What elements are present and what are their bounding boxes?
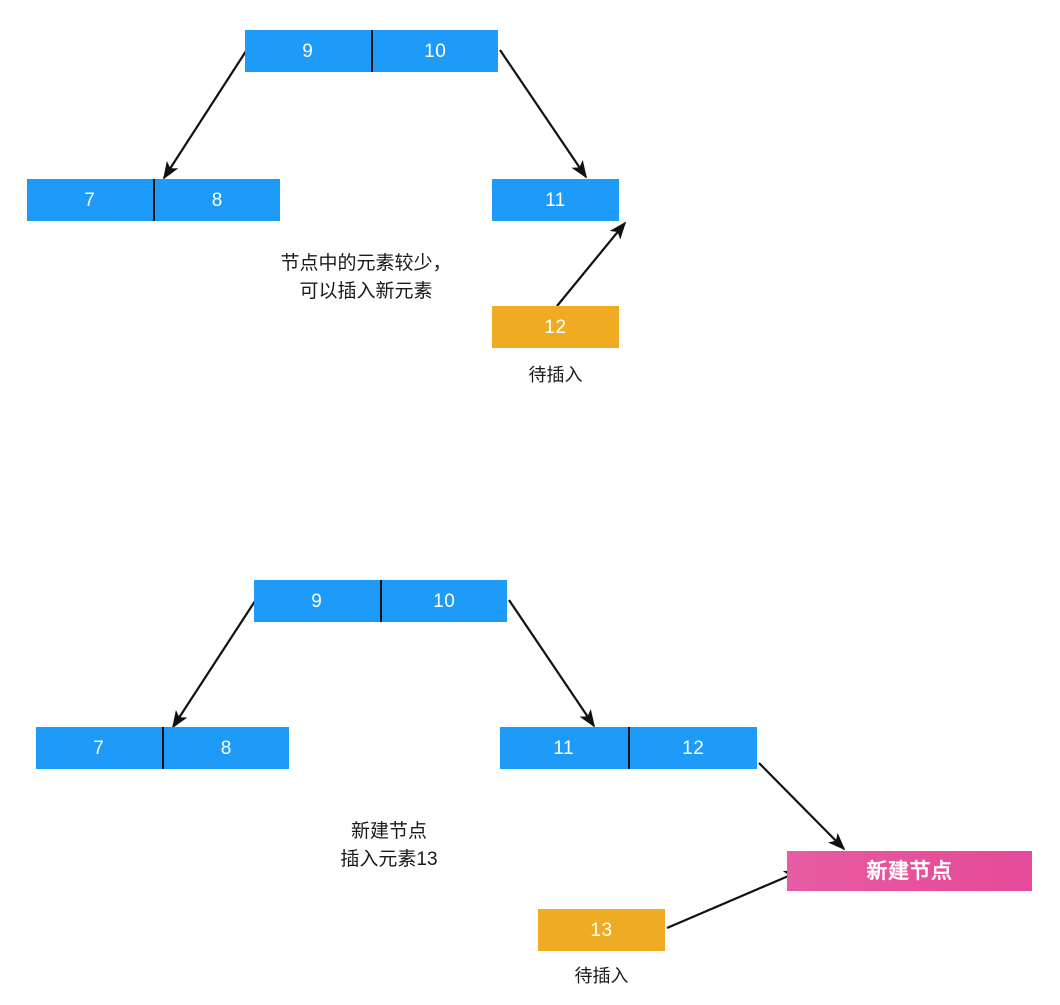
node-cell: 10	[379, 580, 507, 622]
arrow-top-root-to-left	[163, 47, 249, 180]
node-cell: 11	[492, 179, 619, 221]
node-bottom-root[interactable]: 9 10	[254, 580, 507, 622]
arrow-bot-leaf-to-new	[758, 762, 846, 851]
arrow-bot-root-to-right	[508, 599, 595, 728]
node-top-pending[interactable]: 12	[492, 306, 619, 348]
node-cell: 9	[254, 580, 380, 622]
arrow-top-pending-to-leaf	[556, 221, 627, 307]
node-cell: 12	[627, 727, 757, 769]
node-bottom-new-node[interactable]: 新建节点	[787, 851, 1032, 891]
node-cell: 12	[492, 306, 619, 348]
node-cell: 8	[161, 727, 289, 769]
node-bottom-left-leaf[interactable]: 7 8	[36, 727, 289, 769]
caption-top-pending-label: 待插入	[528, 365, 583, 385]
node-cell: 9	[245, 30, 371, 72]
caption-bottom-pending-label: 待插入	[574, 966, 629, 986]
node-cell: 13	[538, 909, 665, 951]
node-cell: 7	[27, 179, 153, 221]
node-cell: 8	[152, 179, 280, 221]
node-cell: 11	[500, 727, 628, 769]
arrow-top-root-to-right	[499, 49, 587, 179]
arrow-bot-root-to-left	[172, 597, 258, 729]
node-bottom-right-leaf[interactable]: 11 12	[500, 727, 757, 769]
node-cell: 新建节点	[866, 859, 953, 883]
arrow-bot-pending-to-new	[666, 869, 802, 930]
node-top-left-leaf[interactable]: 7 8	[27, 179, 280, 221]
node-bottom-pending[interactable]: 13	[538, 909, 665, 951]
caption-bottom-note: 新建节点 插入元素13	[340, 821, 438, 870]
node-cell: 10	[370, 30, 498, 72]
caption-top-note: 节点中的元素较少， 可以插入新元素	[280, 253, 452, 302]
node-top-root[interactable]: 9 10	[245, 30, 498, 72]
node-top-right-leaf[interactable]: 11	[492, 179, 619, 221]
node-cell: 7	[36, 727, 162, 769]
